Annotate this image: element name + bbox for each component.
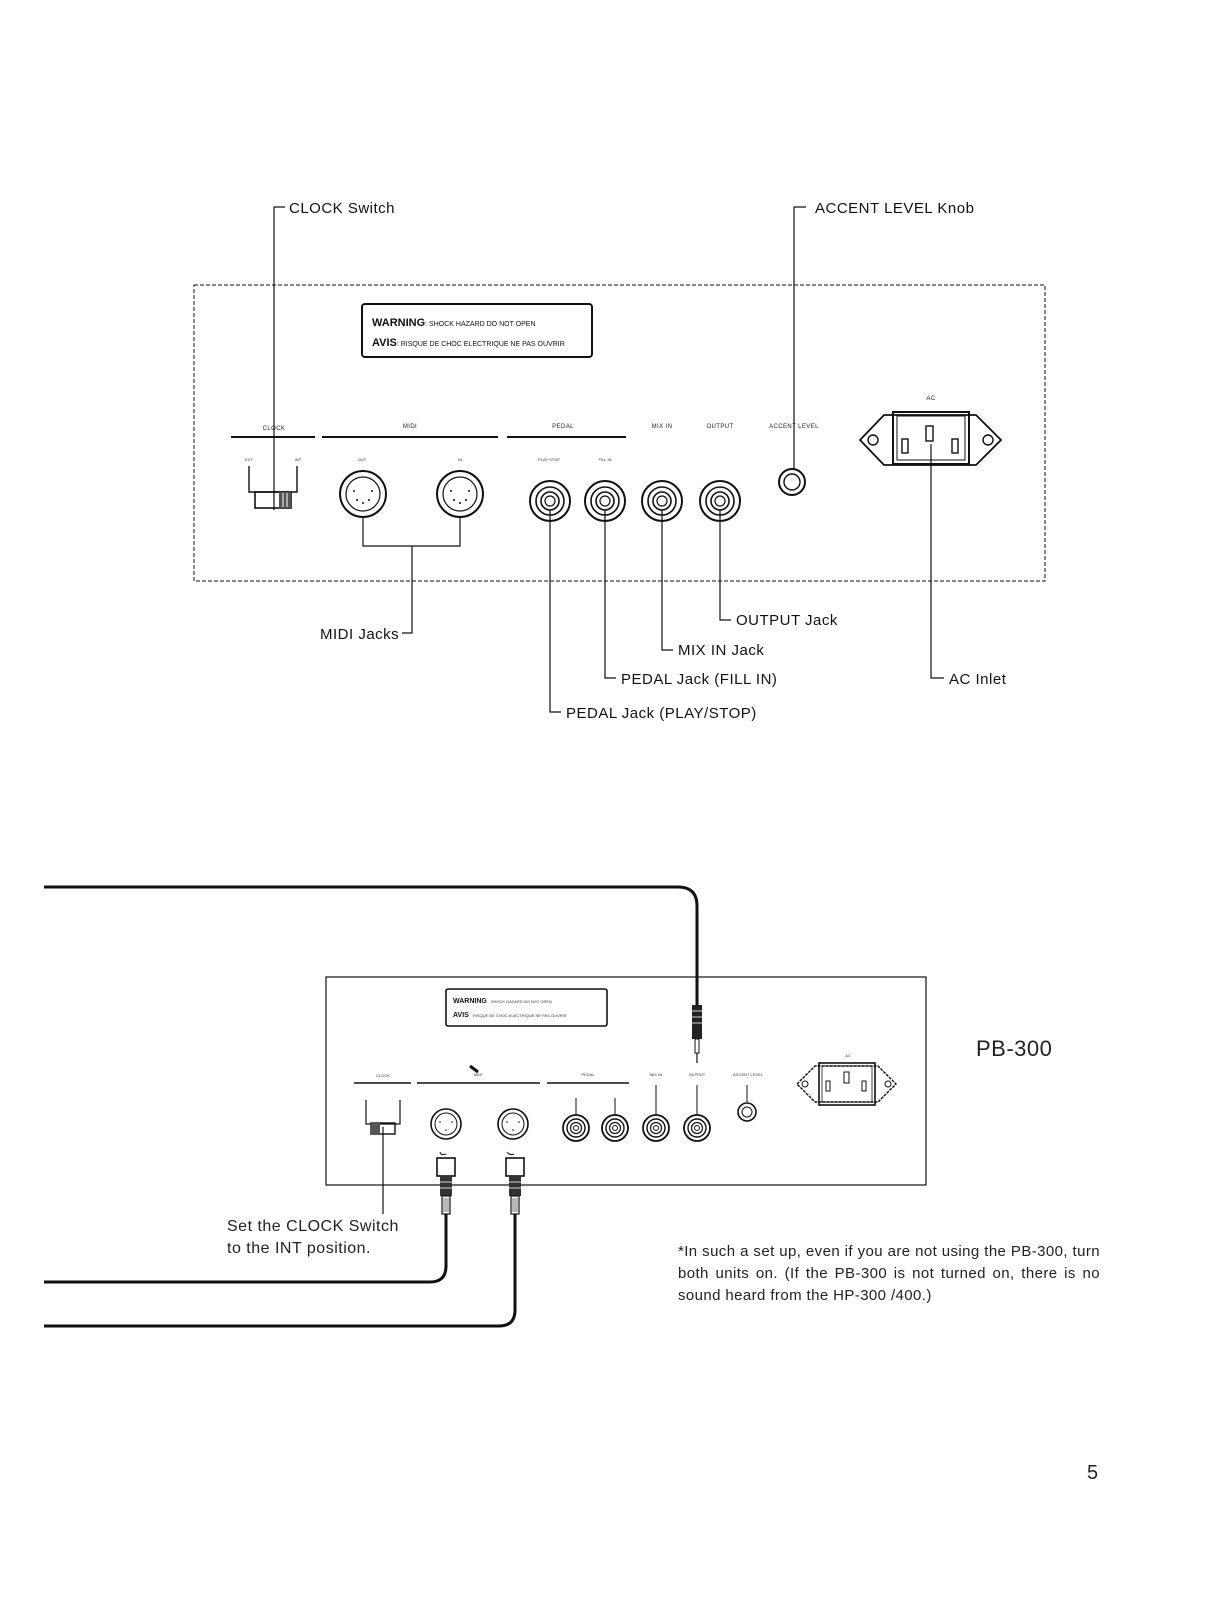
midi-cable-out xyxy=(44,1151,456,1284)
midi-out-jack xyxy=(339,470,387,518)
int-label: INT xyxy=(295,457,302,462)
panel-outline-top xyxy=(193,284,1046,582)
midi-in-jack xyxy=(436,470,484,518)
warning-label-bottom: WARNING SHOCK HAZARD DO NOT OPEN AVIS RISQ… xyxy=(445,988,608,1027)
midi-in-jack-small xyxy=(497,1108,529,1140)
setup-footnote: *In such a set up, even if you are not u… xyxy=(678,1243,1100,1304)
svg-text:AVIS: RISQUE DE CHOC ELECTRIQU: AVIS: RISQUE DE CHOC ELECTRIQUE NE PAS O… xyxy=(372,337,565,349)
callout-accent-level-knob: ACCENT LEVEL Knob xyxy=(815,200,974,217)
output-label-small: OUTPUT xyxy=(689,1072,706,1077)
callout-pedal-play-stop: PEDAL Jack (PLAY/STOP) xyxy=(566,705,757,722)
top-rear-panel: WARNING: SHOCK HAZARD DO NOT OPEN AVIS: … xyxy=(193,200,1046,722)
warning-label-top: WARNING: SHOCK HAZARD DO NOT OPEN AVIS: … xyxy=(361,303,593,358)
warning-word-small: WARNING xyxy=(453,998,487,1005)
play-stop-label: PLAY STOP xyxy=(538,457,560,462)
audio-cable xyxy=(44,885,699,1005)
ac-inlet-small xyxy=(796,1062,897,1106)
audio-plug xyxy=(692,1005,702,1063)
avis-text: : RISQUE DE CHOC ELECTRIQUE NE PAS OUVRI… xyxy=(397,341,565,348)
fill-in-label: FILL IN xyxy=(599,457,612,462)
midi-in-label: IN xyxy=(458,457,462,462)
output-jack-small xyxy=(683,1114,711,1142)
accent-knob-small xyxy=(737,1102,757,1122)
midi-out-label: OUT xyxy=(358,457,367,462)
midi-out-jack-small xyxy=(430,1108,462,1140)
avis-word: AVIS xyxy=(372,337,397,349)
accent-level-knob xyxy=(778,468,806,496)
clock-switch-top xyxy=(248,466,298,509)
accent-level-label-small: ACCENT LEVEL xyxy=(733,1072,764,1077)
pedal-label: PEDAL xyxy=(552,424,574,430)
callout-midi-jacks: MIDI Jacks xyxy=(320,626,399,643)
ext-label: EXT xyxy=(245,457,253,462)
warning-word: WARNING xyxy=(372,317,425,329)
callout-ac-inlet: AC Inlet xyxy=(949,671,1007,688)
mix-in-jack-small xyxy=(642,1114,670,1142)
midi-label: MIDI xyxy=(403,424,417,430)
output-label: OUTPUT xyxy=(706,424,733,430)
pedal-label-small: PEDAL xyxy=(581,1072,595,1077)
midi-cable-in xyxy=(44,1151,525,1328)
set-clock-line-1: Set the CLOCK Switch xyxy=(227,1218,399,1235)
callout-output-jack: OUTPUT Jack xyxy=(736,612,838,629)
set-clock-instruction: Set the CLOCK Switch to the INT position… xyxy=(227,1216,399,1260)
model-label-pb300: PB-300 xyxy=(976,1036,1053,1061)
clock-label-small: CLOCK xyxy=(376,1073,390,1078)
pedal-jack-1-small xyxy=(562,1114,590,1142)
pb300-panel xyxy=(325,976,927,1186)
page-number: 5 xyxy=(1087,1462,1099,1484)
callout-clock-switch: CLOCK Switch xyxy=(289,200,395,217)
bottom-connection-diagram: WARNING SHOCK HAZARD DO NOT OPEN AVIS RISQ… xyxy=(44,885,927,1328)
pedal-jack-2-small xyxy=(601,1114,629,1142)
svg-text:WARNING: SHOCK HAZARD DO NOT O: WARNING: SHOCK HAZARD DO NOT OPEN xyxy=(372,317,536,329)
warning-text: : SHOCK HAZARD DO NOT OPEN xyxy=(425,321,535,328)
midi-label-small: MIDI xyxy=(474,1072,482,1077)
avis-text-small: RISQUE DE CHOC ELECTRIQUE NE PAS OUVRIR xyxy=(473,1013,567,1018)
warning-text-small: SHOCK HAZARD DO NOT OPEN xyxy=(491,999,552,1004)
mix-in-label: MIX IN xyxy=(652,424,673,430)
callout-pedal-fill-in: PEDAL Jack (FILL IN) xyxy=(621,671,777,688)
callout-mix-in-jack: MIX IN Jack xyxy=(678,642,764,659)
set-clock-line-2: to the INT position. xyxy=(227,1240,371,1257)
ac-label: AC xyxy=(926,396,935,402)
mix-in-label-small: MIX IN xyxy=(650,1072,662,1077)
avis-word-small: AVIS xyxy=(453,1012,469,1019)
ac-label-small: AC xyxy=(845,1053,851,1058)
